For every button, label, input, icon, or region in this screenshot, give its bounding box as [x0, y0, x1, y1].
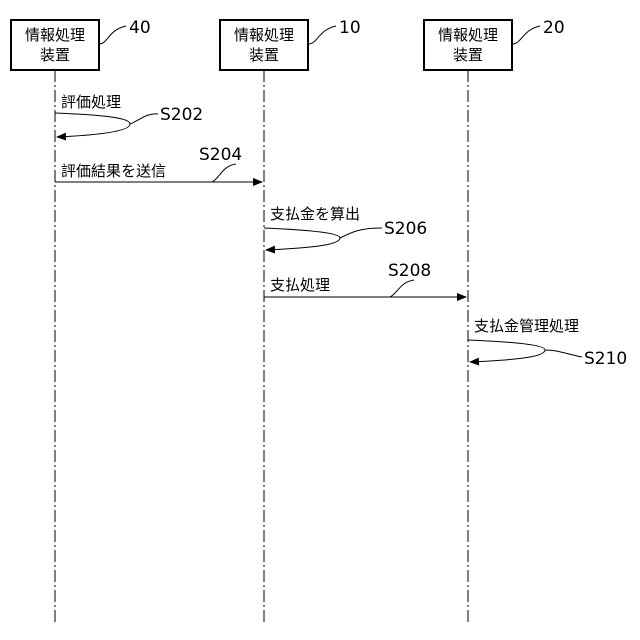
participant-10-label-line1: 情報処理	[234, 26, 294, 44]
participant-20-label-line1: 情報処理	[438, 26, 498, 44]
step-s202-arrow	[55, 113, 130, 137]
step-s206-leader	[340, 228, 382, 238]
step-s202-label: 評価処理	[61, 93, 121, 111]
participant-40: 情報処理 装置 40	[11, 18, 151, 70]
step-s208: 支払処理 S208	[264, 261, 466, 297]
participant-20-leader	[512, 26, 540, 44]
step-s210-id: S210	[584, 349, 627, 369]
participant-10-ref: 10	[339, 18, 361, 38]
step-s208-label: 支払処理	[270, 276, 330, 294]
participant-20-label-line2: 装置	[453, 46, 483, 64]
step-s210-arrow	[468, 340, 545, 362]
participant-10: 情報処理 装置 10	[220, 18, 361, 70]
step-s206-id: S206	[384, 219, 427, 239]
participant-40-label-line2: 装置	[40, 46, 70, 64]
participant-20: 情報処理 装置 20	[424, 18, 565, 70]
participant-20-ref: 20	[543, 18, 565, 38]
step-s204: 評価結果を送信 S204	[55, 145, 262, 182]
step-s210-label: 支払金管理処理	[474, 317, 579, 335]
step-s202: 評価処理 S202	[55, 93, 203, 137]
step-s204-leader	[212, 164, 236, 182]
step-s210: 支払金管理処理 S210	[468, 317, 627, 369]
step-s208-id: S208	[388, 261, 431, 281]
step-s208-leader	[390, 280, 414, 297]
participant-10-label-line2: 装置	[249, 46, 279, 64]
participant-40-ref: 40	[129, 18, 151, 38]
step-s204-label: 評価結果を送信	[61, 162, 166, 180]
participant-40-leader	[99, 26, 126, 44]
participant-10-leader	[308, 26, 336, 44]
participant-40-label-line1: 情報処理	[25, 26, 85, 44]
step-s204-id: S204	[199, 145, 242, 165]
step-s210-leader	[545, 350, 582, 357]
step-s202-leader	[130, 114, 158, 124]
step-s206-label: 支払金を算出	[270, 205, 360, 223]
step-s202-id: S202	[160, 105, 203, 125]
step-s206-arrow	[264, 228, 340, 250]
step-s206: 支払金を算出 S206	[264, 205, 427, 250]
